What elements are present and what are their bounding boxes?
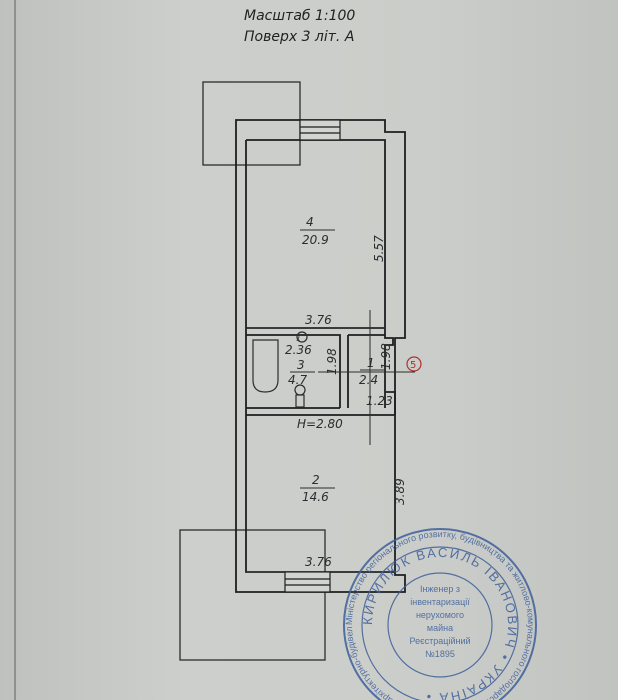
- room2-number: 2: [312, 473, 320, 487]
- margin-line: [14, 0, 16, 700]
- room4-number: 4: [306, 215, 314, 229]
- corridor-wall: [385, 391, 396, 415]
- stamp-line: Реєстраційний: [409, 636, 470, 646]
- stamp-line: №1895: [425, 649, 455, 659]
- room1-area: 2.4: [359, 373, 378, 387]
- svg-text:Міністерство регіонального роз: Міністерство регіонального розвитку, буд…: [0, 0, 536, 700]
- bath-width: 2.36: [285, 343, 312, 357]
- floor-label: Поверх 3 літ. А: [244, 29, 355, 45]
- stamp-line: інвентаризації: [410, 597, 470, 607]
- bottom-width: 3.76: [305, 555, 332, 569]
- entrance-marker: 5: [410, 360, 416, 371]
- stamp-line: Інженер з: [420, 584, 460, 594]
- room3-number: 3: [297, 358, 305, 372]
- corridor-width: 1.23: [366, 394, 393, 408]
- top-width: 3.76: [305, 313, 332, 327]
- balcony-bottom: [179, 529, 326, 661]
- labels: 4 20.9 5.57 3.76 2.36 1 3 4.7 1.98 1 2.4…: [285, 215, 416, 569]
- room2-length: 3.89: [393, 478, 407, 505]
- entrance-marker-circle: [406, 356, 422, 372]
- window-bottom: [284, 571, 331, 593]
- outer-wall: [235, 119, 406, 593]
- corridor-height: 1.98: [379, 343, 393, 370]
- bath-mark-circle: [296, 331, 308, 343]
- room4-area: 20.9: [302, 233, 329, 247]
- plan-header: Масштаб 1:100 Поверх 3 літ. А: [244, 6, 355, 48]
- stamp-outer-ring: Міністерство регіонального розвитку, буд…: [0, 0, 536, 700]
- bath-mark: 1: [296, 334, 301, 343]
- balcony-top: [202, 81, 301, 166]
- bath-height: 1.98: [325, 348, 339, 375]
- room3-area: 4.7: [288, 373, 307, 387]
- inner-wall: [246, 139, 394, 408]
- official-stamp: Міністерство регіонального розвитку, буд…: [0, 0, 537, 700]
- room1-number: 1: [367, 356, 375, 370]
- window-top: [299, 119, 341, 141]
- stamp-line: майна: [427, 623, 453, 633]
- room4-length: 5.57: [372, 235, 386, 262]
- scale-label: Масштаб 1:100: [244, 8, 356, 24]
- stamp-line: нерухомого: [416, 610, 464, 620]
- ceiling-height: H=2.80: [297, 417, 343, 431]
- room2-area: 14.6: [302, 490, 329, 504]
- bathtub-icon: [252, 339, 279, 393]
